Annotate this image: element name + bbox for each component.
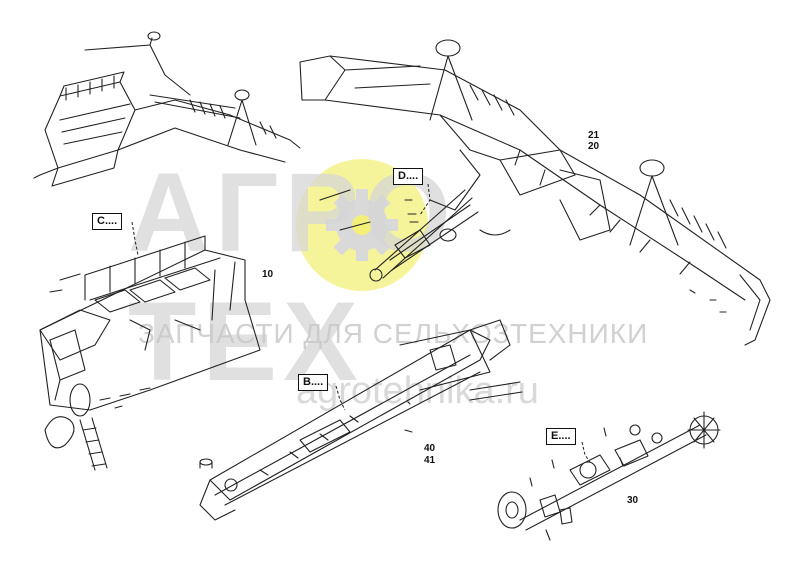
- part-number-10: 10: [262, 269, 274, 280]
- hopper-drawing: [39, 235, 261, 471]
- part-number-30: 30: [627, 495, 639, 506]
- watermark-gear-icon: [296, 159, 428, 291]
- hydraulic-detail-drawing: [319, 189, 511, 282]
- rotor-assembly-drawing: [497, 411, 721, 541]
- callout-e[interactable]: E....: [546, 428, 576, 445]
- part-number-21: 21: [588, 130, 600, 141]
- callout-d[interactable]: D....: [393, 168, 424, 185]
- boom-assembly-drawing: [299, 39, 771, 346]
- part-number-41: 41: [424, 455, 436, 466]
- callout-c[interactable]: C....: [92, 213, 123, 230]
- frame-drawing: [199, 319, 523, 521]
- watermark-subtitle: ЗАПЧАСТИ ДЛЯ СЕЛЬХОЗТЕХНИКИ: [138, 318, 649, 349]
- part-number-20: 20: [588, 141, 600, 152]
- part-number-40: 40: [424, 443, 436, 454]
- overview-machine-drawing: [33, 31, 301, 187]
- callout-b[interactable]: B....: [298, 374, 329, 391]
